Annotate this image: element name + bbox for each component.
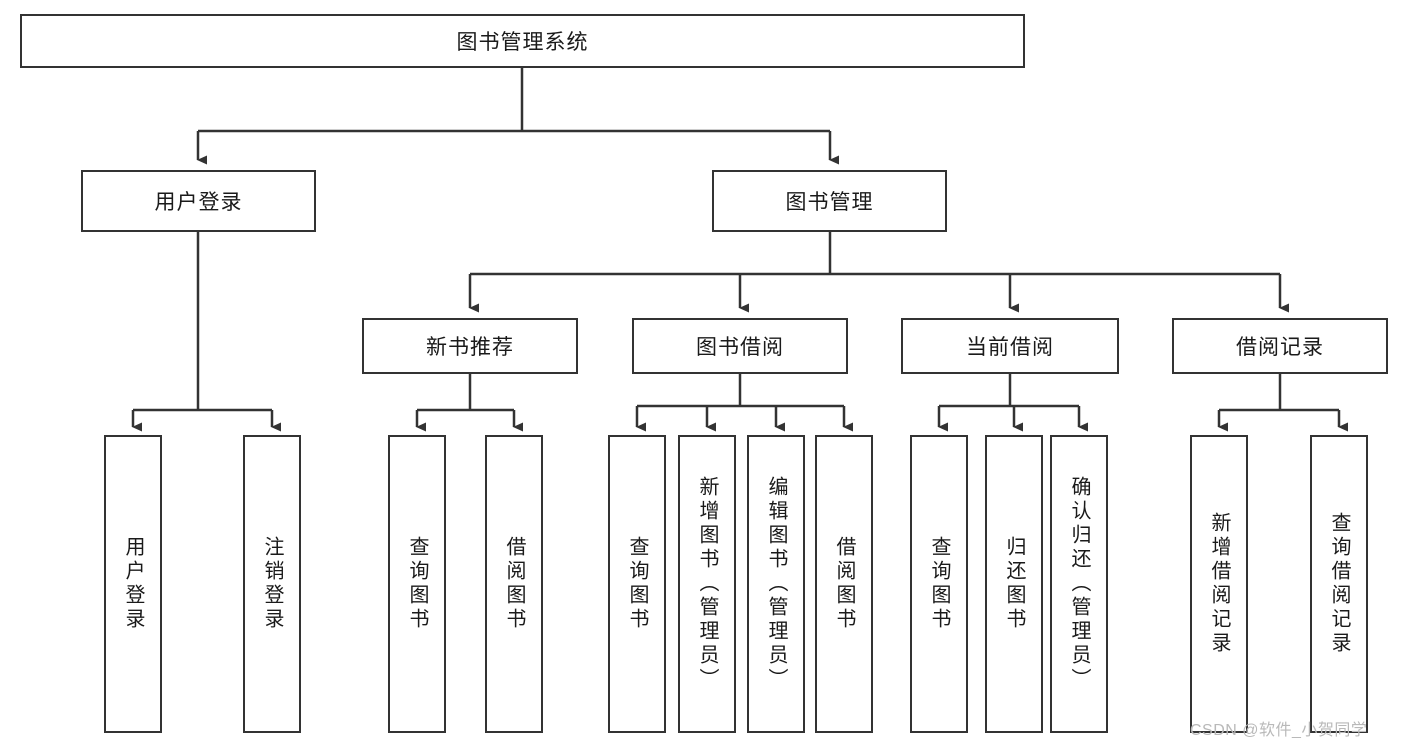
leaf-query-book-3[interactable]: 查询图书 [910, 435, 968, 733]
leaf-confirm-return-label: 确认归还（管理员） [1068, 476, 1090, 692]
node-root-label: 图书管理系统 [456, 31, 589, 54]
leaf-query-record[interactable]: 查询借阅记录 [1310, 435, 1368, 733]
leaf-logout[interactable]: 注销登录 [243, 435, 301, 733]
node-new-book-rec-label: 新书推荐 [426, 336, 514, 359]
leaf-query-book-1-label: 查询图书 [406, 536, 428, 632]
leaf-user-login-label: 用户登录 [122, 536, 144, 632]
leaf-borrow-book-1-label: 借阅图书 [503, 536, 525, 632]
leaf-return-book[interactable]: 归还图书 [985, 435, 1043, 733]
node-new-book-rec[interactable]: 新书推荐 [362, 318, 578, 374]
leaf-borrow-book-2[interactable]: 借阅图书 [815, 435, 873, 733]
leaf-query-book-3-label: 查询图书 [928, 536, 950, 632]
leaf-add-book-label: 新增图书（管理员） [696, 476, 718, 692]
leaf-query-book-2[interactable]: 查询图书 [608, 435, 666, 733]
node-borrow-record-label: 借阅记录 [1236, 336, 1324, 359]
leaf-confirm-return[interactable]: 确认归还（管理员） [1050, 435, 1108, 733]
leaf-edit-book-label: 编辑图书（管理员） [765, 476, 787, 692]
leaf-query-book-2-label: 查询图书 [626, 536, 648, 632]
node-user-login[interactable]: 用户登录 [81, 170, 316, 232]
leaf-add-record[interactable]: 新增借阅记录 [1190, 435, 1248, 733]
leaf-edit-book[interactable]: 编辑图书（管理员） [747, 435, 805, 733]
leaf-user-login[interactable]: 用户登录 [104, 435, 162, 733]
node-book-borrow-label: 图书借阅 [696, 336, 784, 359]
leaf-return-book-label: 归还图书 [1003, 536, 1025, 632]
csdn-watermark: CSDN @软件_小贺同学 [1190, 722, 1368, 739]
node-current-borrow[interactable]: 当前借阅 [901, 318, 1119, 374]
leaf-borrow-book-1[interactable]: 借阅图书 [485, 435, 543, 733]
leaf-query-record-label: 查询借阅记录 [1328, 512, 1350, 656]
leaf-query-book-1[interactable]: 查询图书 [388, 435, 446, 733]
node-book-borrow[interactable]: 图书借阅 [632, 318, 848, 374]
node-root[interactable]: 图书管理系统 [20, 14, 1025, 68]
node-user-login-label: 用户登录 [154, 191, 243, 214]
leaf-borrow-book-2-label: 借阅图书 [833, 536, 855, 632]
node-book-manage-label: 图书管理 [785, 191, 874, 214]
leaf-add-book[interactable]: 新增图书（管理员） [678, 435, 736, 733]
node-book-manage[interactable]: 图书管理 [712, 170, 947, 232]
leaf-add-record-label: 新增借阅记录 [1208, 512, 1230, 656]
leaf-logout-label: 注销登录 [261, 536, 283, 632]
node-current-borrow-label: 当前借阅 [966, 336, 1054, 359]
node-borrow-record[interactable]: 借阅记录 [1172, 318, 1388, 374]
